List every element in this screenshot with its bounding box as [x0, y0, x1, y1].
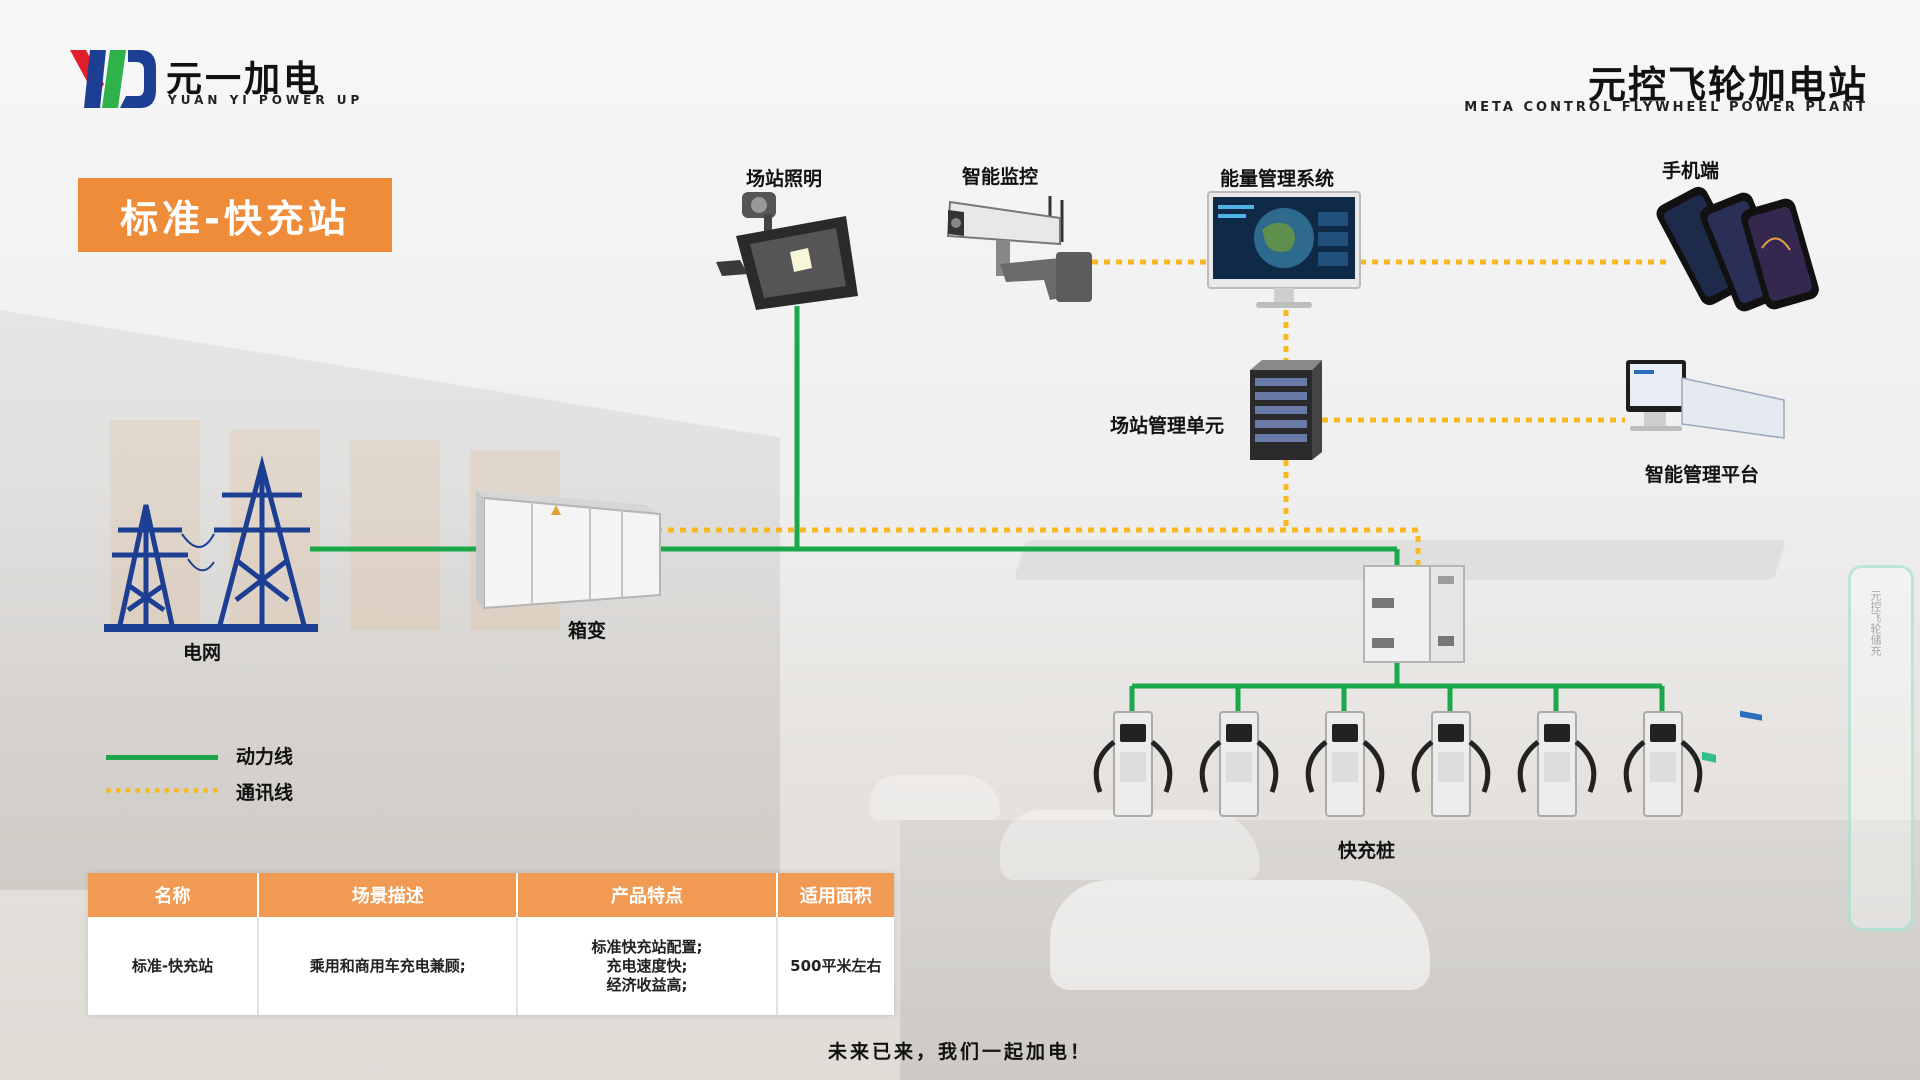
table-cell-features: 标准快充站配置; 充电速度快; 经济收益高; — [517, 917, 778, 1015]
legend-comm-line-swatch — [106, 788, 218, 793]
table-header: 名称 — [88, 873, 260, 917]
floodlight-icon — [716, 192, 858, 310]
legend-power-line-swatch — [106, 755, 218, 760]
brand-name: 元一加电 — [166, 59, 323, 100]
fast-charger-icon — [1305, 711, 1385, 817]
brand-name-en: YUAN YI POWER UP — [168, 93, 364, 107]
fast-charger-group — [1093, 711, 1703, 817]
background-car — [1000, 810, 1260, 880]
table-cell-scenario: 乘用和商用车充电兼顾; — [258, 917, 519, 1015]
spec-table: 名称 场景描述 产品特点 适用面积 标准-快充站 乘用和商用车充电兼顾; 标准快… — [88, 873, 894, 1015]
table-cell-name: 标准-快充站 — [88, 917, 260, 1015]
label-monitoring: 智能监控 — [962, 166, 1039, 188]
fast-charger-icon — [1623, 711, 1703, 817]
power-lines — [310, 306, 1665, 712]
power-tower-icon — [104, 455, 318, 632]
background-car — [870, 775, 1000, 820]
brand-logo-icon — [70, 50, 156, 108]
label-grid: 电网 — [183, 642, 222, 664]
label-chargers: 快充桩 — [1338, 840, 1396, 862]
feature-line: 标准快充站配置; — [591, 937, 703, 956]
fast-charger-icon — [1517, 711, 1597, 817]
mobile-phone-icon — [1656, 186, 1819, 312]
box-transformer-icon — [476, 490, 661, 610]
slogan: 未来已来，我们一起加电！ — [827, 1041, 1092, 1063]
label-platform: 智能管理平台 — [1645, 464, 1760, 486]
table-header: 场景描述 — [258, 873, 519, 917]
legend-power-line-label: 动力线 — [236, 746, 294, 768]
fast-charger-icon — [1411, 711, 1491, 817]
table-header: 产品特点 — [517, 873, 778, 917]
distribution-cabinet-icon — [1363, 565, 1465, 663]
security-camera-icon — [946, 196, 1092, 302]
feature-line: 经济收益高; — [606, 975, 688, 994]
page-subtitle: META CONTROL FLYWHEEL POWER PLANT — [1464, 100, 1868, 115]
label-lighting: 场站照明 — [746, 168, 823, 190]
background-window — [350, 440, 440, 630]
background-storage-panel — [1848, 565, 1914, 931]
station-type-badge: 标准-快充站 — [78, 178, 392, 252]
label-management-unit: 场站管理单元 — [1110, 415, 1225, 437]
table-header-row: 名称 场景描述 产品特点 适用面积 — [88, 873, 894, 917]
legend-comm-line-label: 通讯线 — [236, 782, 294, 804]
fast-charger-icon — [1199, 711, 1279, 817]
label-transformer: 箱变 — [568, 620, 607, 642]
label-mobile: 手机端 — [1662, 160, 1720, 182]
table-cell-area: 500平米左右 — [790, 956, 882, 975]
background-panel-text: 元控飞轮储充 — [1869, 590, 1882, 656]
fast-charger-icon — [1093, 711, 1173, 817]
ems-monitor-icon — [1207, 191, 1361, 308]
feature-line: 充电速度快; — [606, 956, 688, 975]
label-ems: 能量管理系统 — [1220, 168, 1335, 190]
table-header: 适用面积 — [776, 873, 894, 917]
table-row: 标准-快充站 乘用和商用车充电兼顾; 标准快充站配置; 充电速度快; 经济收益高… — [88, 917, 894, 1015]
server-rack-icon — [1250, 360, 1322, 460]
management-platform-icon — [1626, 360, 1785, 763]
page-title: 元控飞轮加电站 — [1587, 63, 1868, 107]
background-car — [1050, 880, 1430, 990]
